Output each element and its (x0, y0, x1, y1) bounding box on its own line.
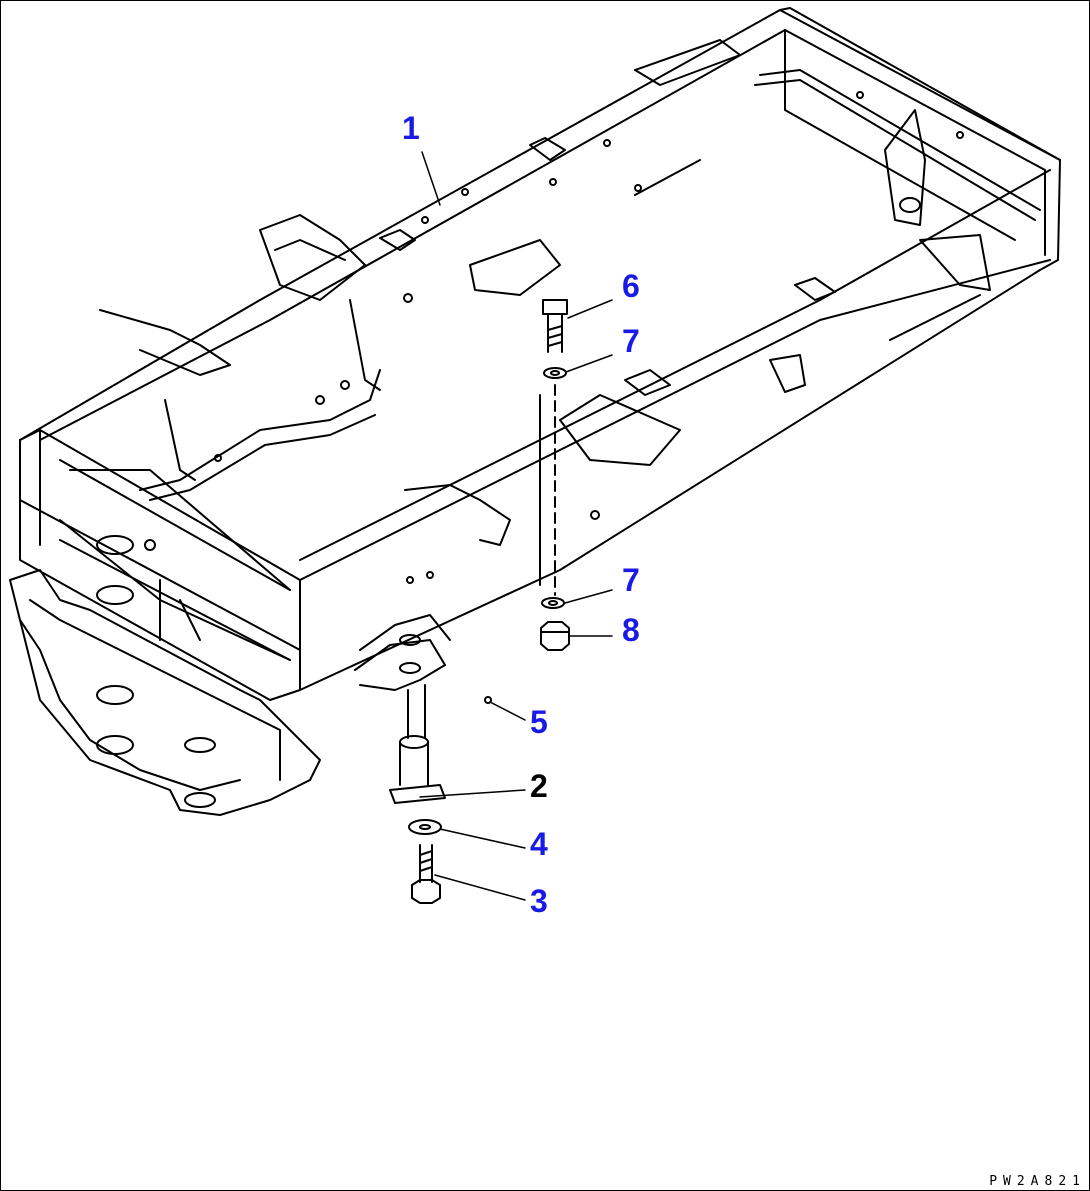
callout-4: 4 (530, 826, 548, 862)
callout-2: 2 (530, 768, 548, 804)
fastener-stack (389, 299, 570, 904)
callout-5: 5 (530, 704, 548, 740)
leader-3 (434, 874, 526, 901)
leader-2 (419, 789, 526, 798)
leader-lines (419, 151, 613, 901)
main-frame (9, 7, 1061, 816)
callout-8: 8 (622, 612, 640, 648)
leader-4 (439, 828, 526, 849)
leader-5 (489, 701, 526, 721)
mount-brackets (99, 39, 991, 584)
leader-1 (421, 151, 441, 206)
drawing-code: PW2A821 (989, 1174, 1086, 1189)
callout-6: 6 (622, 268, 640, 304)
callout-7-upper: 7 (622, 323, 640, 359)
leader-7b (564, 589, 613, 604)
callout-3: 3 (530, 883, 548, 919)
callout-1: 1 (402, 110, 420, 146)
leader-6 (567, 299, 613, 319)
leader-7a (565, 354, 613, 373)
callout-7-lower: 7 (622, 562, 640, 598)
